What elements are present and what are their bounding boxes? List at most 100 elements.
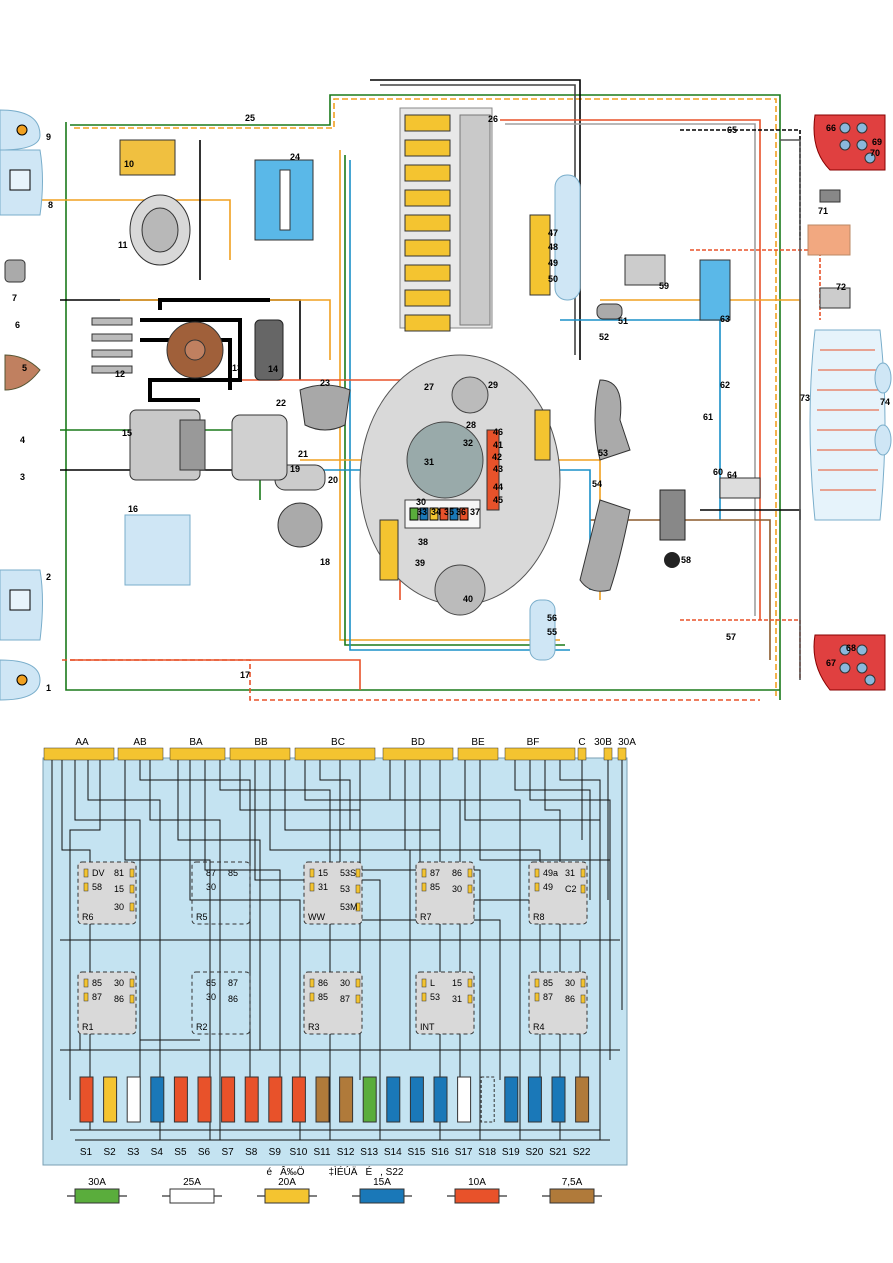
fuse-s4 (150, 1076, 165, 1123)
component-label-41: 41 (493, 440, 503, 450)
component-label-37: 37 (470, 507, 480, 517)
connector-label-AB: AB (133, 737, 147, 748)
fuse-label-s1: S1 (80, 1147, 93, 1158)
legend-item-5: 7,5A (542, 1177, 602, 1204)
relay-pin-int-31: 31 (452, 994, 462, 1004)
component-label-28: 28 (466, 420, 476, 430)
connector-label-BB: BB (254, 737, 268, 748)
component-label-17: 17 (240, 670, 250, 680)
relay-pin-int-L: L (430, 978, 435, 988)
fuse-s11 (315, 1076, 330, 1123)
legend-label-5: 7,5A (562, 1177, 583, 1188)
wiring-schematic: 1234567891011121314151617181920212223242… (0, 79, 892, 701)
connector-label-30B: 30B (594, 737, 612, 748)
legend-label-0: 30A (88, 1177, 106, 1188)
component-label-29: 29 (488, 380, 498, 390)
relay-name-ww: WW (308, 912, 325, 922)
component-label-48: 48 (548, 242, 558, 252)
relay-pin-r1-86: 86 (114, 994, 124, 1004)
fuse-label-s4: S4 (151, 1147, 164, 1158)
fuse-label-s5: S5 (174, 1147, 187, 1158)
component-label-6: 6 (15, 320, 20, 330)
fuse-s16 (433, 1076, 448, 1123)
fuse-label-s18: S18 (478, 1147, 496, 1158)
component-label-60: 60 (713, 467, 723, 477)
component-label-14: 14 (268, 364, 278, 374)
component-label-63: 63 (720, 314, 730, 324)
relay-pin-r3-85: 85 (318, 992, 328, 1002)
component-label-9: 9 (46, 132, 51, 142)
washer-reservoir-16 (124, 514, 191, 586)
component-label-35: 35 (444, 507, 454, 517)
fuse-label-s6: S6 (198, 1147, 211, 1158)
relay-name-r4: R4 (533, 1022, 545, 1032)
component-label-71: 71 (818, 206, 828, 216)
left-headlight-2 (0, 569, 43, 641)
ignition-switch-58 (659, 489, 686, 568)
component-label-67: 67 (826, 658, 836, 668)
connector-label-BF: BF (527, 737, 540, 748)
spark-plugs-12 (91, 317, 133, 374)
component-label-7: 7 (12, 293, 17, 303)
component-label-18: 18 (320, 557, 330, 567)
fuse-label-s2: S2 (103, 1147, 116, 1158)
component-label-12: 12 (115, 369, 125, 379)
component-label-21: 21 (298, 449, 308, 459)
component-label-3: 3 (20, 472, 25, 482)
component-label-43: 43 (493, 464, 503, 474)
relay-pin-r7-85: 85 (430, 882, 440, 892)
component-label-56: 56 (547, 613, 557, 623)
fuse-s3 (126, 1076, 141, 1123)
relay-pin-r2-86: 86 (228, 994, 238, 1004)
component-label-69: 69 (872, 137, 882, 147)
component-label-73: 73 (800, 393, 810, 403)
fuse-s8 (244, 1076, 259, 1123)
component-label-8: 8 (48, 200, 53, 210)
relay-pin-r6-15: 15 (114, 884, 124, 894)
legend-label-1: 25A (183, 1177, 201, 1188)
relay-pin-r2-87: 87 (228, 978, 238, 988)
component-label-59: 59 (659, 281, 669, 291)
legend-item-2: 20A (257, 1177, 317, 1204)
distributor-cap-13 (166, 321, 224, 379)
fuse-s18 (480, 1076, 495, 1123)
relay-pin-r7-87: 87 (430, 868, 440, 878)
fuse-label-s19: S19 (502, 1147, 520, 1158)
lamp-56-55 (529, 599, 556, 661)
component-label-64: 64 (727, 470, 737, 480)
fuse-s15 (409, 1076, 424, 1123)
fuse-s6 (197, 1076, 212, 1123)
relay-name-r8: R8 (533, 912, 545, 922)
relay-pin-r6-81: 81 (114, 868, 124, 878)
relay-pin-r8-49a: 49a (543, 868, 558, 878)
relay-10 (119, 139, 176, 176)
fuse-s22 (575, 1076, 590, 1123)
component-label-31: 31 (424, 457, 434, 467)
relay-pin-r5-85: 85 (228, 868, 238, 878)
component-label-47: 47 (548, 228, 558, 238)
relay-pin-ww-31: 31 (318, 882, 328, 892)
battery-24 (254, 159, 314, 241)
relay-pin-r4-87: 87 (543, 992, 553, 1002)
component-label-70: 70 (870, 148, 880, 158)
carburettor-22 (231, 414, 288, 481)
left-bottom-lamp (0, 659, 41, 701)
component-label-16: 16 (128, 504, 138, 514)
connector-label-30A: 30A (618, 737, 636, 748)
relay-pin-r1-85: 85 (92, 978, 102, 988)
relay-pin-r3-87: 87 (340, 994, 350, 1004)
relay-pin-r6-30: 30 (114, 902, 124, 912)
relay-63 (699, 259, 731, 321)
legend-item-3: 15A (352, 1177, 412, 1204)
component-label-39: 39 (415, 558, 425, 568)
component-label-68: 68 (846, 643, 856, 653)
fuse-s7 (221, 1076, 236, 1123)
fuse-label-s15: S15 (408, 1147, 426, 1158)
fuse-s14 (386, 1076, 401, 1123)
